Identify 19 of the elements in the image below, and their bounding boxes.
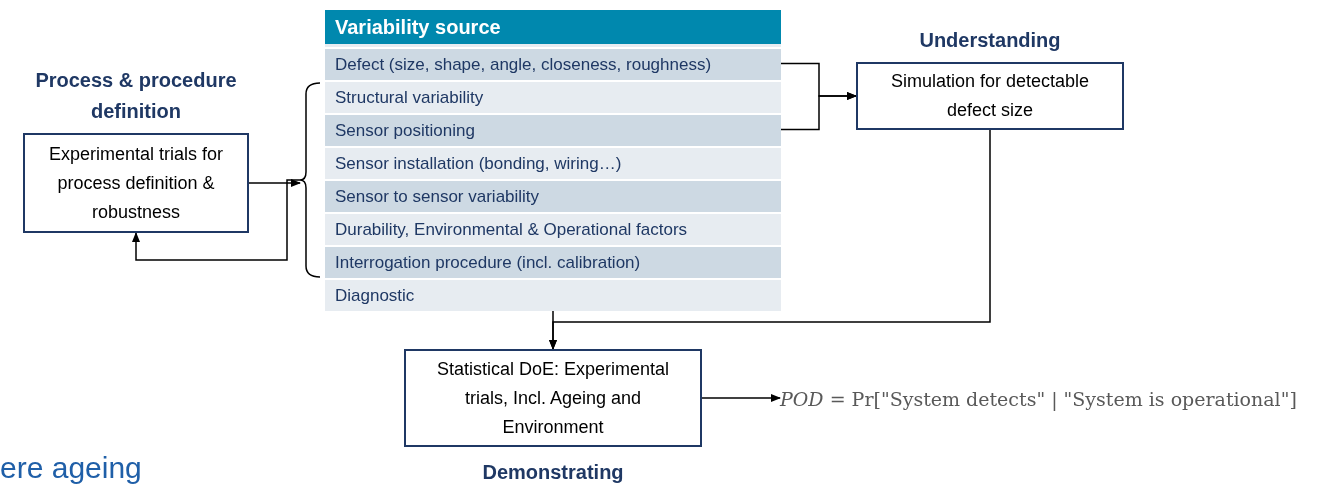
box-text: Experimental trials for process definition & robustness bbox=[47, 142, 225, 224]
arrow bbox=[132, 179, 301, 261]
section-heading: Process & procedure definition bbox=[34, 68, 238, 124]
table-row: Sensor to sensor variability bbox=[325, 179, 781, 212]
arrow bbox=[248, 179, 301, 187]
pod-formula: POD = Pr["System detects" | "System is operational"] bbox=[780, 384, 1320, 414]
partial-text: ere ageing bbox=[0, 452, 142, 484]
section-heading: Demonstrating bbox=[481, 460, 625, 485]
box-text: Simulation for detectable defect size bbox=[889, 70, 1091, 122]
table-row: Defect (size, shape, angle, closeness, roughness) bbox=[325, 47, 781, 80]
arrow bbox=[701, 394, 781, 402]
section-heading: Understanding bbox=[918, 28, 1062, 53]
box-text: Statistical DoE: Experimental trials, Incl. Ageing and Environment bbox=[435, 357, 671, 439]
variability-table bbox=[325, 10, 781, 311]
arrow bbox=[780, 92, 857, 131]
table-row: Interrogation procedure (incl. calibration) bbox=[325, 245, 781, 278]
table-header: Variability source bbox=[325, 10, 781, 44]
arrow bbox=[549, 129, 991, 350]
table-row: Sensor positioning bbox=[325, 113, 781, 146]
